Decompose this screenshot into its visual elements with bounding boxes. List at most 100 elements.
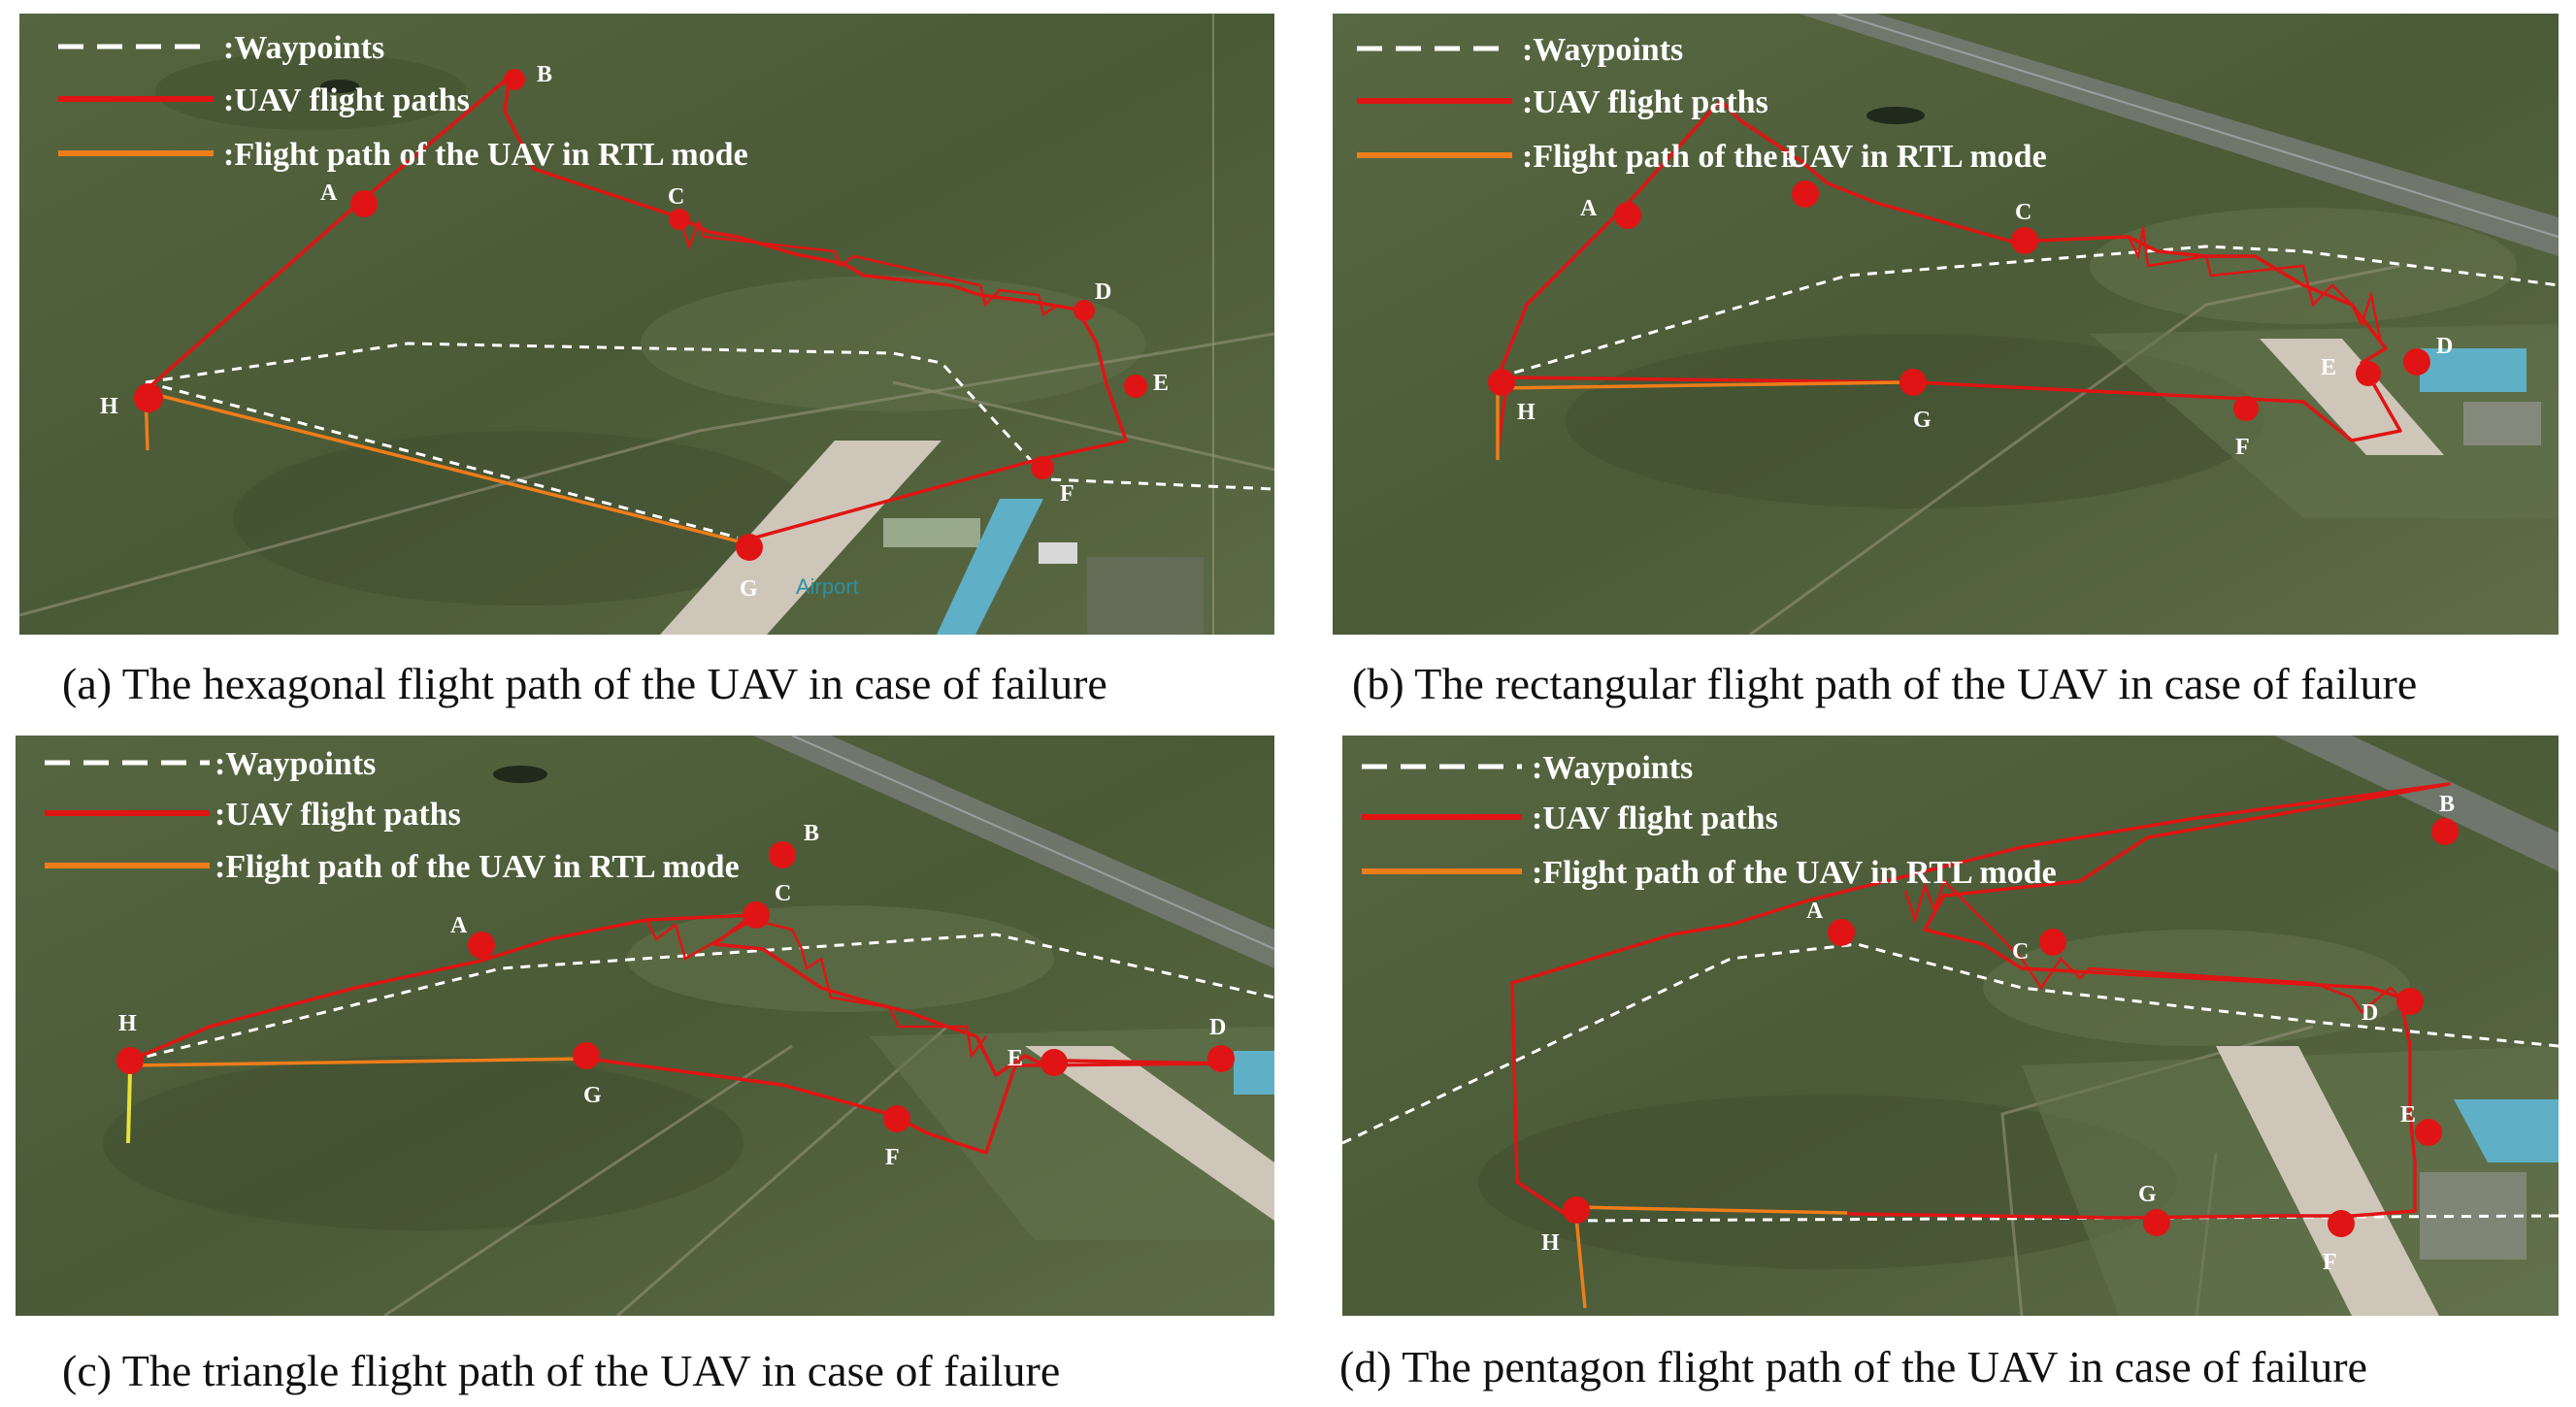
point-label-c: C	[668, 184, 684, 210]
highway	[1799, 14, 2559, 256]
dirt-road	[2000, 1025, 2314, 1316]
point-label-d: D	[2436, 334, 2453, 359]
rtl-flight-path	[129, 1057, 589, 1067]
panel-c-map: A B C D E F G H :Waypoints :UAV flight p…	[16, 736, 1274, 1316]
waypoint-marker-e	[2356, 361, 2381, 386]
highway-lane	[791, 736, 1274, 950]
point-label-f: F	[2323, 1250, 2337, 1275]
legend-label-waypoints: :Waypoints	[1522, 32, 1683, 68]
terrain-patch	[627, 905, 1054, 1012]
map-legend: :Waypoints :UAV flight paths :Flight pat…	[1362, 750, 2057, 891]
point-label-g: G	[1913, 408, 1932, 433]
point-label-d: D	[2361, 1000, 2378, 1026]
caption-a: (a) The hexagonal flight path of the UAV…	[62, 659, 1107, 708]
point-label-h: H	[100, 394, 118, 419]
caption-d: (d) The pentagon flight path of the UAV …	[1339, 1342, 2367, 1391]
waypoint-path	[145, 342, 1274, 491]
runway	[2216, 1046, 2439, 1316]
uav-flight-path	[129, 913, 1231, 1155]
waypoint-marker-d	[2396, 988, 2424, 1015]
legend-label-uav-paths: :UAV flight paths	[223, 82, 470, 118]
point-label-f: F	[885, 1145, 900, 1170]
waypoint-marker-g	[573, 1042, 600, 1069]
dirt-road	[1749, 264, 2401, 635]
caption-b: (b) The rectangular flight path of the U…	[1352, 659, 2418, 708]
dirt-road	[383, 1044, 793, 1316]
pond	[320, 80, 359, 93]
panel-d-map: A B C D E F G H :Waypoints :UAV flight p…	[1342, 736, 2559, 1316]
map-legend: :Waypoints :UAV flight paths :Flight pat…	[45, 746, 740, 885]
point-label-e: E	[2321, 355, 2336, 380]
legend-label-uav-paths: :UAV flight paths	[215, 797, 461, 833]
point-label-e: E	[1007, 1046, 1023, 1071]
map-legend: :Waypoints :UAV flight paths :Flight pat…	[58, 30, 748, 173]
legend-label-rtl-path: :Flight path of the UAV in RTL mode	[1532, 855, 2057, 891]
waypoint-marker-f	[883, 1105, 910, 1132]
waypoint-marker-a	[350, 190, 378, 217]
terrain-patch	[1478, 1095, 2177, 1269]
terrain-patch	[103, 1056, 743, 1230]
highway	[2274, 736, 2559, 871]
waypoint-markers	[116, 841, 1235, 1132]
waypoint-marker-a	[1614, 202, 1641, 229]
point-label-b: B	[537, 62, 552, 87]
waypoint-marker-h	[1563, 1196, 1590, 1224]
waypoint-marker-g	[2143, 1209, 2170, 1236]
hangar-roof	[2454, 1099, 2559, 1162]
waypoint-marker-b	[504, 69, 525, 90]
waypoint-path	[129, 933, 1274, 1063]
hangar-roof	[937, 499, 1043, 635]
waypoint-marker-c	[2039, 929, 2066, 956]
waypoint-marker-b	[1792, 180, 1819, 208]
descent-trace	[126, 1069, 132, 1144]
dirt-road	[19, 332, 1274, 617]
panel-b-satellite-view: A B C D E F G H :Waypoints :UAV flight p…	[1333, 14, 2559, 635]
waypoint-marker-a	[468, 932, 495, 959]
point-label-e: E	[2400, 1102, 2416, 1128]
point-label-g: G	[2138, 1182, 2157, 1207]
legend-label-uav-paths: :UAV flight paths	[1532, 801, 1778, 836]
legend-label-waypoints: :Waypoints	[1532, 750, 1693, 786]
waypoint-markers	[1563, 818, 2459, 1237]
point-label-b: B	[804, 821, 819, 846]
waypoint-marker-b	[2431, 818, 2459, 845]
airfield-area	[870, 1027, 1274, 1240]
uav-flight-path-jitter	[644, 918, 987, 1060]
building	[1039, 542, 1077, 564]
legend-label-waypoints: :Waypoints	[215, 746, 376, 782]
building-area	[2420, 1172, 2526, 1260]
panel-b-map: A B C D E F G H :Waypoints :UAV flight p…	[1333, 14, 2559, 635]
legend-label-waypoints: :Waypoints	[223, 30, 384, 66]
point-label-f: F	[1060, 481, 1074, 507]
waypoint-marker-f	[1031, 456, 1054, 479]
point-label-b: B	[2439, 792, 2455, 817]
uav-flight-path-jitter	[2127, 226, 2383, 344]
panel-a-satellite-view: Airport A B C D E F G H :Wayp	[19, 14, 1274, 635]
runway	[1025, 1046, 1274, 1221]
waypoint-path	[1342, 942, 2559, 1145]
point-label-h: H	[1541, 1230, 1560, 1256]
terrain-patch	[641, 276, 1145, 411]
waypoint-marker-f	[2233, 396, 2259, 421]
waypoint-marker-e	[1040, 1049, 1068, 1076]
point-label-a: A	[450, 913, 468, 938]
point-label-g: G	[740, 576, 758, 602]
waypoint-marker-c	[669, 209, 690, 230]
legend-label-uav-paths: :UAV flight paths	[1522, 84, 1768, 120]
map-place-label: Airport	[796, 574, 859, 599]
legend-label-rtl-path: :Flight path of the UAV in RTL mode	[1522, 139, 2047, 175]
building-area	[1087, 557, 1204, 635]
waypoint-marker-d	[2403, 348, 2430, 376]
point-label-d: D	[1095, 279, 1111, 305]
uav-flight-path-jitter	[1903, 878, 2401, 1014]
caption-c: (c) The triangle flight path of the UAV …	[62, 1346, 1061, 1395]
waypoint-marker-g	[736, 534, 763, 561]
point-label-a: A	[320, 180, 338, 206]
waypoint-marker-f	[2328, 1210, 2355, 1237]
uav-flight-path	[142, 75, 1128, 544]
waypoint-marker-a	[1828, 919, 1855, 946]
point-label-b: B	[1781, 147, 1797, 173]
waypoint-marker-c	[743, 901, 770, 929]
terrain-patch	[1566, 334, 2264, 508]
panel-d-satellite-view: A B C D E F G H :Waypoints :UAV flight p…	[1342, 736, 2559, 1316]
